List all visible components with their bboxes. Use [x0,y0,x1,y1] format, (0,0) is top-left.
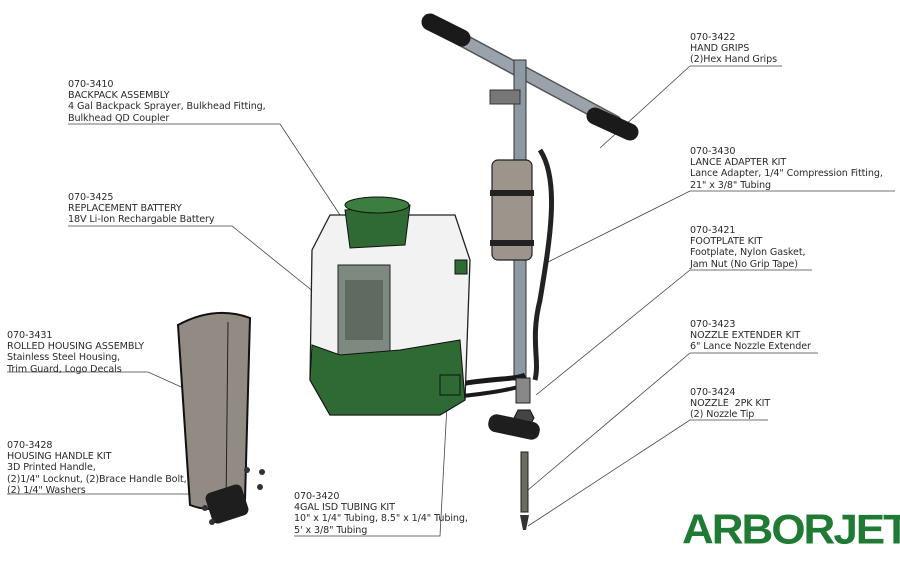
callout-housing-handle-kit: 070-3428 HOUSING HANDLE KIT 3D Printed H… [7,440,187,496]
part-description: 6" Lance Nozzle Extender [690,341,811,353]
part-title: HAND GRIPS [690,43,750,55]
part-description: Stainless Steel Housing, [7,352,121,364]
lance-t-handle [421,13,639,141]
part-number: 070-3428 [7,440,53,451]
part-title: LANCE ADAPTER KIT [690,157,787,169]
callout-backpack-assembly: 070-3410 BACKPACK ASSEMBLY 4 Gal Backpac… [68,79,266,124]
callout-hand-grips: 070-3422 HAND GRIPS (2)Hex Hand Grips [690,32,777,66]
part-number: 070-3430 [690,146,736,157]
part-title: BACKPACK ASSEMBLY [68,90,170,102]
part-number: 070-3422 [690,32,736,43]
hand-grip-left [421,13,471,47]
nozzle-tip [520,515,529,530]
part-description: 3D Printed Handle, [7,462,96,474]
part-description: (2)1/4" Locknut, (2)Brace Handle Bolt, [7,473,187,485]
callout-rolled-housing: 070-3431 ROLLED HOUSING ASSEMBLY Stainle… [7,330,144,375]
part-description: 18V Li-Ion Rechargable Battery [68,214,215,226]
part-description: Bulkhead QD Coupler [68,112,170,124]
lance-adapter [490,148,554,381]
part-title: NOZZLE EXTENDER KIT [690,330,801,342]
part-description: (2)Hex Hand Grips [690,54,778,66]
part-description: 21" x 3/8" Tubing [690,179,772,191]
nozzle-extender [520,451,529,513]
callout-lance-adapter-kit: 070-3430 LANCE ADAPTER KIT Lance Adapter… [690,146,883,191]
callout-replacement-battery: 070-3425 REPLACEMENT BATTERY 18V Li-Ion … [68,192,215,226]
callout-tubing-kit: 070-3420 4GAL ISD TUBING KIT 10" x 1/4" … [294,491,468,536]
part-description: (2) Nozzle Tip [690,409,755,421]
callout-footplate-kit: 070-3421 FOOTPLATE KIT Footplate, Nylon … [690,225,806,270]
rolled-housing [176,311,252,510]
part-number: 070-3420 [294,491,340,502]
callout-nozzle-extender-kit: 070-3423 NOZZLE EXTENDER KIT 6" Lance No… [690,319,811,353]
part-title: 4GAL ISD TUBING KIT [294,502,395,514]
part-title: FOOTPLATE KIT [690,236,763,248]
backpack-sprayer [309,196,471,416]
bolts-and-nuts [202,467,265,525]
part-number: 070-3425 [68,192,114,203]
part-number: 070-3423 [690,319,736,330]
part-title: ROLLED HOUSING ASSEMBLY [7,341,145,353]
hand-grip-right [586,107,639,141]
part-description: 4 Gal Backpack Sprayer, Bulkhead Fitting… [68,101,266,113]
housing-handle [205,484,249,524]
part-number: 070-3410 [68,79,114,90]
part-title: HOUSING HANDLE KIT [7,451,112,463]
part-description: Footplate, Nylon Gasket, [690,247,806,259]
part-description: (2) 1/4" Washers [7,484,86,496]
footplate [488,414,540,440]
part-description: Jam Nut (No Grip Tape) [690,258,798,270]
part-description: 5' x 3/8" Tubing [294,524,368,536]
part-description: Lance Adapter, 1/4" Compression Fitting, [690,168,883,180]
arborjet-logo: ARBORJET® [682,506,900,554]
part-number: 070-3431 [7,330,53,341]
part-number: 070-3424 [690,387,736,398]
leader-lines [7,65,895,537]
part-number: 070-3421 [690,225,736,236]
part-description: Trim Guard, Logo Decals [7,363,122,375]
logo-text: ARBORJET [682,506,900,553]
part-title: REPLACEMENT BATTERY [68,203,182,215]
compression-fitting [515,377,531,404]
part-description: 10" x 1/4" Tubing, 8.5" x 1/4" Tubing, [294,513,468,525]
valve-fitting [489,89,521,105]
callout-nozzle-kit: 070-3424 NOZZLE 2PK KIT (2) Nozzle Tip [690,387,770,421]
part-title: NOZZLE 2PK KIT [690,398,771,410]
green-base [309,339,466,416]
